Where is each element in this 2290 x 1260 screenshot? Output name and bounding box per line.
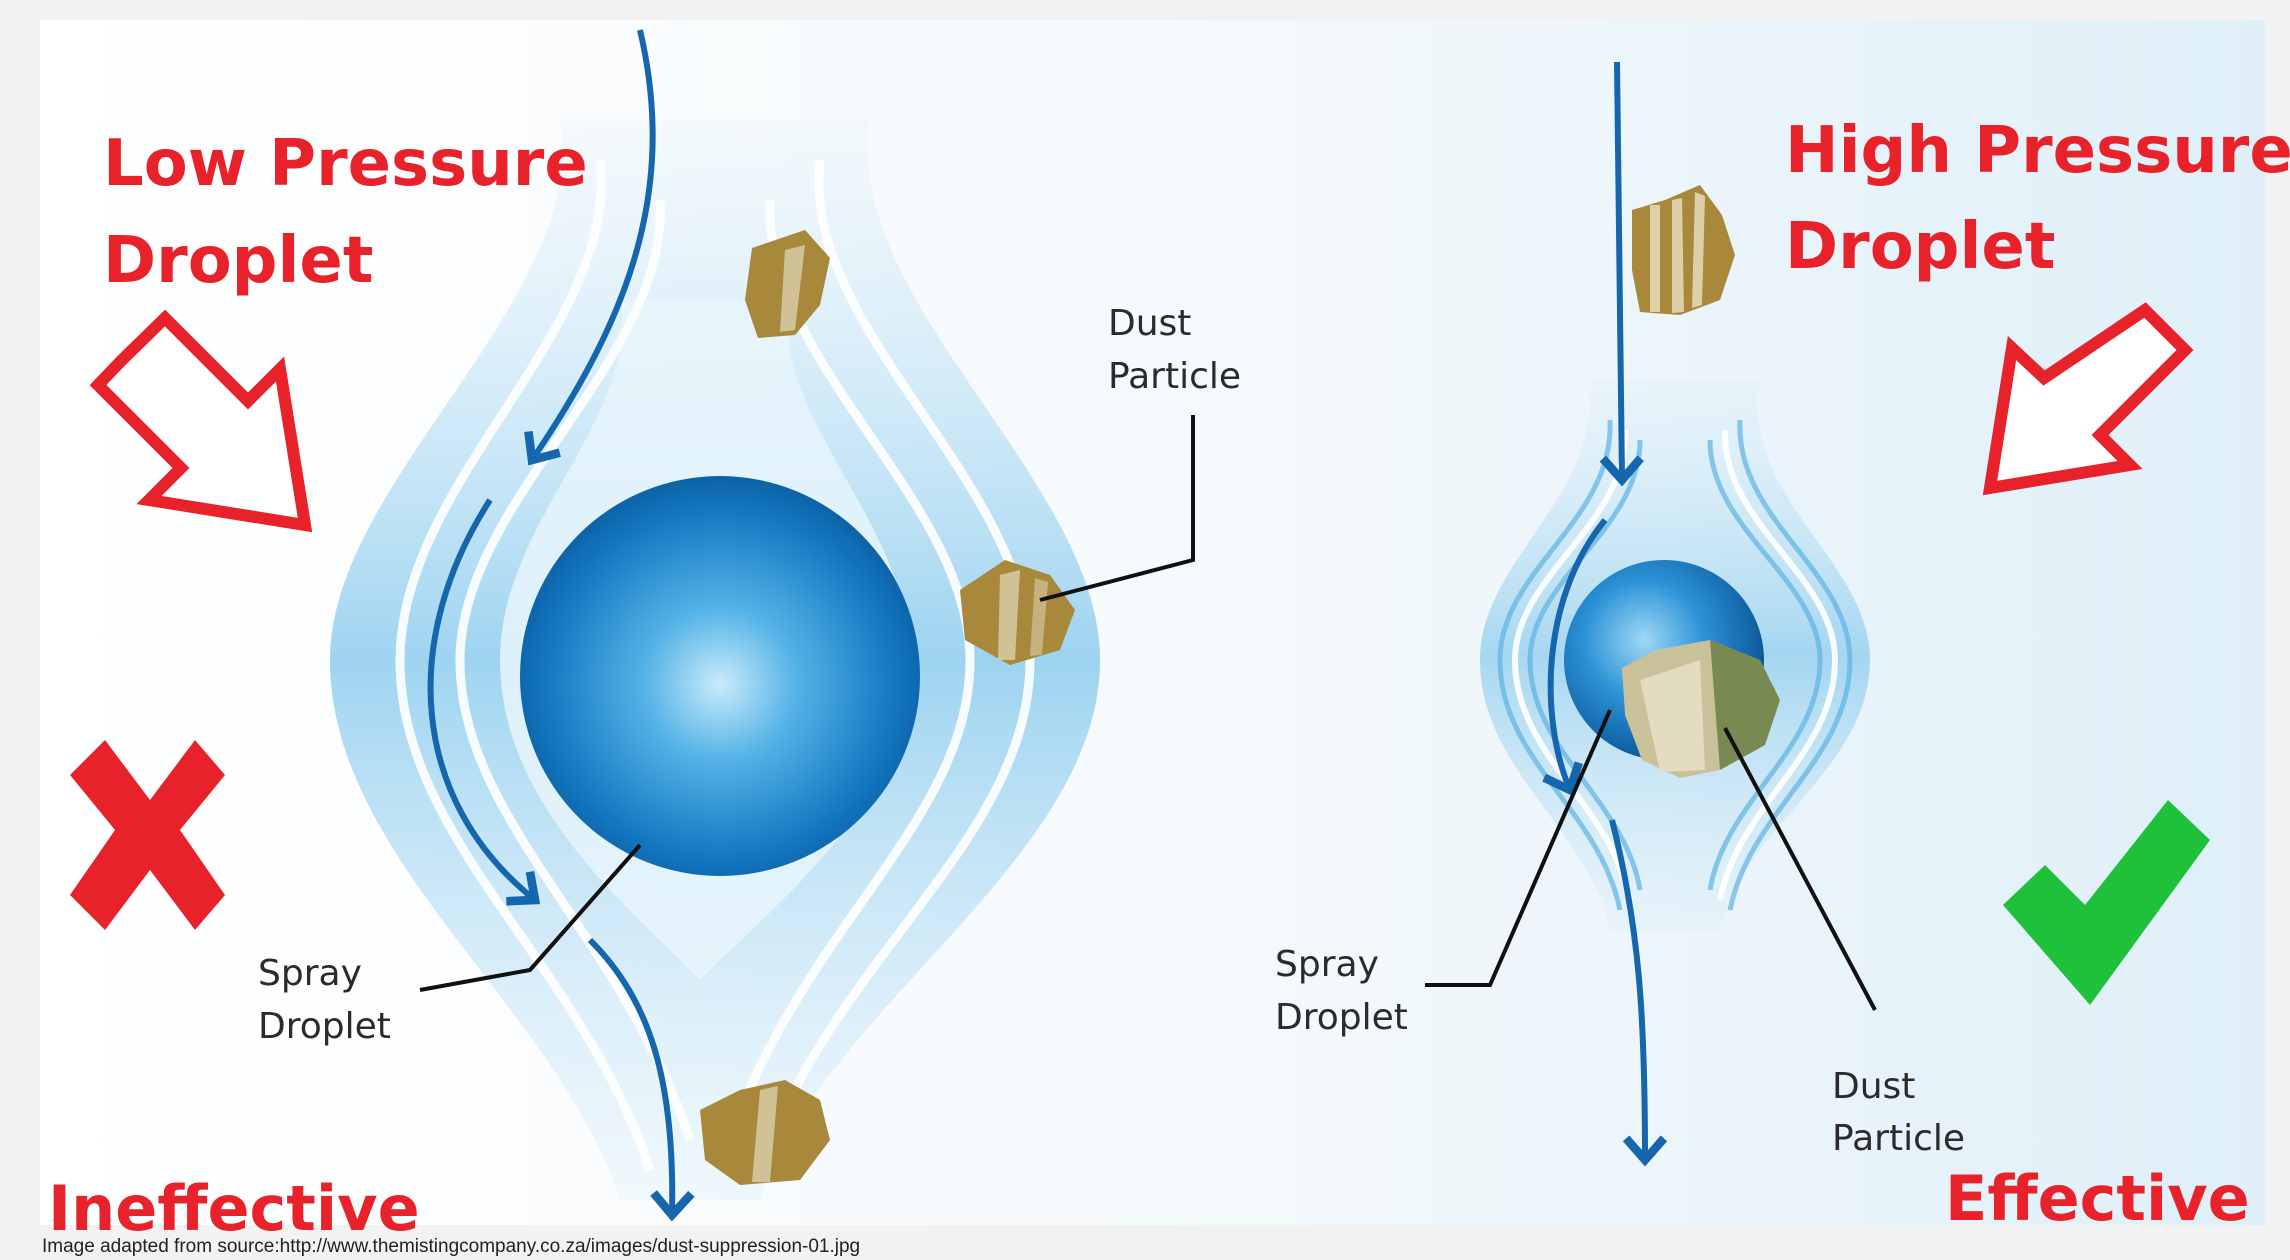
left-verdict: Ineffective (48, 1172, 420, 1245)
right-dust-label-line1: Dust (1832, 1066, 1915, 1107)
right-title-line1: High Pressure (1785, 114, 2290, 188)
right-dust-label-line2: Particle (1832, 1118, 1965, 1159)
left-dust-label-line2: Particle (1108, 356, 1241, 397)
right-spray-label-line1: Spray (1275, 944, 1379, 985)
left-spray-droplet (520, 476, 920, 876)
right-spray-label-line2: Droplet (1275, 997, 1408, 1038)
image-source-caption: Image adapted from source:http://www.the… (42, 1236, 860, 1258)
right-verdict: Effective (1945, 1162, 2250, 1235)
left-spray-label-line1: Spray (258, 953, 362, 994)
left-dust-label-line1: Dust (1108, 303, 1191, 344)
left-spray-label-line2: Droplet (258, 1006, 391, 1047)
left-title-line1: Low Pressure (103, 127, 588, 201)
right-title-line2: Droplet (1785, 210, 2055, 284)
left-title-line2: Droplet (103, 224, 373, 298)
